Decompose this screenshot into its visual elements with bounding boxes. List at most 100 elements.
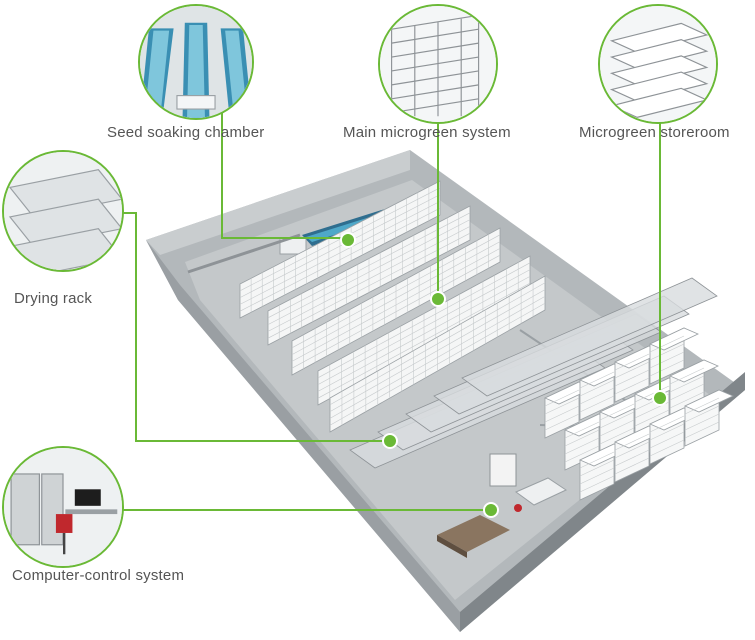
rack-shelf xyxy=(239,201,441,305)
storeroom-shelf xyxy=(614,353,650,371)
rack-shelf xyxy=(329,302,546,426)
storeroom-shelf xyxy=(579,379,615,397)
office-chair xyxy=(514,504,522,512)
storeroom-shelf xyxy=(544,413,580,431)
storeroom-shelf xyxy=(634,385,670,403)
rack-shelf xyxy=(317,262,531,379)
storeroom-thumbnail xyxy=(598,4,718,124)
rack-shelf xyxy=(239,207,441,312)
storeroom-shelf xyxy=(599,427,635,445)
storeroom-shelf xyxy=(544,397,580,415)
storeroom-shelf xyxy=(634,409,670,427)
storeroom-shelf xyxy=(649,343,685,361)
connector-seed-soaking xyxy=(221,68,348,239)
storeroom-shelf xyxy=(544,405,580,423)
rack-shelf xyxy=(239,194,441,298)
office-desk xyxy=(514,477,568,506)
rack-shelf xyxy=(329,296,546,419)
storeroom-shelf xyxy=(649,415,685,433)
storeroom-shelf xyxy=(564,421,600,439)
storeroom-shelf xyxy=(579,371,615,389)
marker-main-system xyxy=(430,291,446,307)
drying-rack-thumbnail xyxy=(2,150,124,272)
storeroom-shelf xyxy=(579,459,615,477)
storeroom-shelf xyxy=(649,351,685,369)
storeroom-shelf xyxy=(614,369,650,387)
storeroom-shelf xyxy=(684,397,720,415)
storeroom-shelf xyxy=(599,403,635,421)
meeting-table xyxy=(437,515,510,552)
storeroom-shelf xyxy=(564,437,600,455)
computer-control-image xyxy=(4,448,122,566)
storeroom-shelf xyxy=(544,389,580,407)
rack-shelf xyxy=(329,282,546,406)
seed-soaking-label: Seed soaking chamber xyxy=(107,124,265,141)
storeroom-shelf xyxy=(669,391,705,409)
storeroom-shelf xyxy=(614,441,650,459)
storeroom-shelf xyxy=(614,433,650,451)
marker-drying-rack xyxy=(382,433,398,449)
rack-shelf xyxy=(317,282,531,399)
storeroom-shelf xyxy=(579,387,615,405)
storeroom-shelf xyxy=(684,421,720,439)
marker-storeroom xyxy=(652,390,668,406)
storeroom-shelf xyxy=(579,451,615,469)
seed-soaking-image xyxy=(140,6,252,118)
connector-drying-rack xyxy=(123,212,390,442)
rack-shelf xyxy=(291,241,501,355)
rack-shelf xyxy=(291,234,501,349)
drying-rack-label: Drying rack xyxy=(14,290,93,307)
rack-shelf xyxy=(267,232,471,339)
storeroom-shelf xyxy=(649,335,685,353)
storeroom-shelf xyxy=(669,383,705,401)
rack-shelf xyxy=(267,226,471,332)
storeroom-shelf xyxy=(599,411,635,429)
drying-rack-grid xyxy=(349,277,718,469)
storeroom-shelf xyxy=(579,475,615,493)
back-wall xyxy=(146,150,410,255)
rack-shelf xyxy=(239,187,441,292)
main-system-label: Main microgreen system xyxy=(343,124,511,141)
storeroom-shelf xyxy=(684,413,720,431)
storeroom-shelf xyxy=(614,449,650,467)
storeroom-shelf xyxy=(649,431,685,449)
microgreen-racks xyxy=(239,180,546,433)
storeroom-rack-top xyxy=(684,389,734,413)
rack-shelf xyxy=(291,254,501,369)
main-system-thumbnail xyxy=(378,4,498,124)
storeroom-shelf xyxy=(669,375,705,393)
rack-shelf xyxy=(317,269,531,385)
storeroom-shelf xyxy=(599,419,635,437)
storeroom-shelf xyxy=(614,361,650,379)
rack-shelf xyxy=(329,289,546,412)
meeting-table-side xyxy=(437,535,467,558)
partition-wall xyxy=(187,233,301,274)
storeroom-shelf xyxy=(669,367,705,385)
storeroom-shelf xyxy=(684,405,720,423)
marker-seed-soaking xyxy=(340,232,356,248)
storeroom-shelf xyxy=(649,439,685,457)
storeroom-shelf xyxy=(649,423,685,441)
office-cabinet xyxy=(489,453,517,487)
rack-shelf xyxy=(267,212,471,319)
computer-control-thumbnail xyxy=(2,446,124,568)
storeroom-shelf xyxy=(564,429,600,447)
storeroom-shelf xyxy=(564,445,600,463)
marker-computer-control xyxy=(483,502,499,518)
storeroom-shelf xyxy=(614,457,650,475)
drying-rack-image xyxy=(4,152,122,270)
building-left-wall xyxy=(146,240,460,632)
drying-tray xyxy=(461,277,718,397)
storeroom-shelf xyxy=(649,359,685,377)
storeroom-racks xyxy=(544,327,734,501)
computer-control-label: Computer-control system xyxy=(12,567,185,584)
storeroom-shelf xyxy=(579,395,615,413)
rack-shelf xyxy=(317,276,531,392)
rack-shelf xyxy=(267,219,471,325)
rack-shelf xyxy=(291,248,501,362)
storeroom-label: Microgreen storeroom xyxy=(579,124,730,141)
main-system-image xyxy=(380,6,496,122)
storeroom-shelf xyxy=(614,377,650,395)
storeroom-shelf xyxy=(579,467,615,485)
